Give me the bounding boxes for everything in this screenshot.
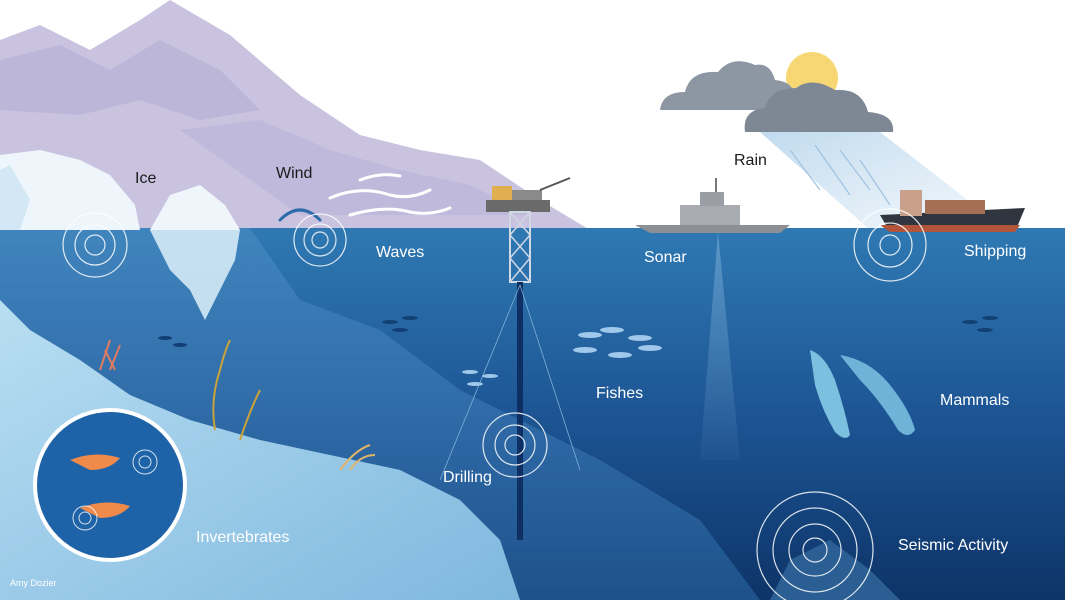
shrimp-icon (80, 502, 130, 518)
invertebrates-inset (33, 408, 187, 562)
label-wind: Wind (276, 165, 313, 182)
navy-ship (635, 178, 790, 233)
label-mammals: Mammals (940, 392, 1010, 409)
fish-school (462, 327, 662, 386)
seismic-ridge (770, 540, 900, 600)
sound-rings-icon (62, 212, 128, 278)
mountains (0, 0, 590, 230)
label-shipping: Shipping (964, 243, 1027, 260)
sound-rings-icon (756, 491, 874, 600)
cloud-icon (744, 82, 894, 132)
coral-seaweed (99, 339, 376, 471)
sound-rings-icon (853, 208, 927, 282)
wind-waves-icon (278, 173, 452, 222)
glacier (0, 150, 240, 320)
label-drilling: Drilling (443, 469, 492, 486)
label-ice: Ice (135, 170, 157, 187)
whales (810, 350, 915, 438)
iceberg (150, 230, 240, 320)
artist-credit: Amy Dozier (10, 578, 57, 588)
label-fishes: Fishes (596, 385, 644, 402)
cargo-ship (880, 190, 1025, 232)
fish-silhouettes (158, 316, 998, 347)
sound-rings-icon (482, 412, 548, 478)
label-waves: Waves (376, 244, 425, 261)
sonar-beam (700, 232, 740, 460)
label-sonar: Sonar (644, 249, 687, 266)
label-invertebrates: Invertebrates (196, 529, 290, 546)
shrimp-icon (70, 454, 120, 470)
cloud-icon (660, 61, 796, 110)
label-seismic-activity: Seismic Activity (898, 537, 1009, 554)
sound-rings-icon (293, 213, 347, 267)
label-rain: Rain (734, 152, 767, 169)
